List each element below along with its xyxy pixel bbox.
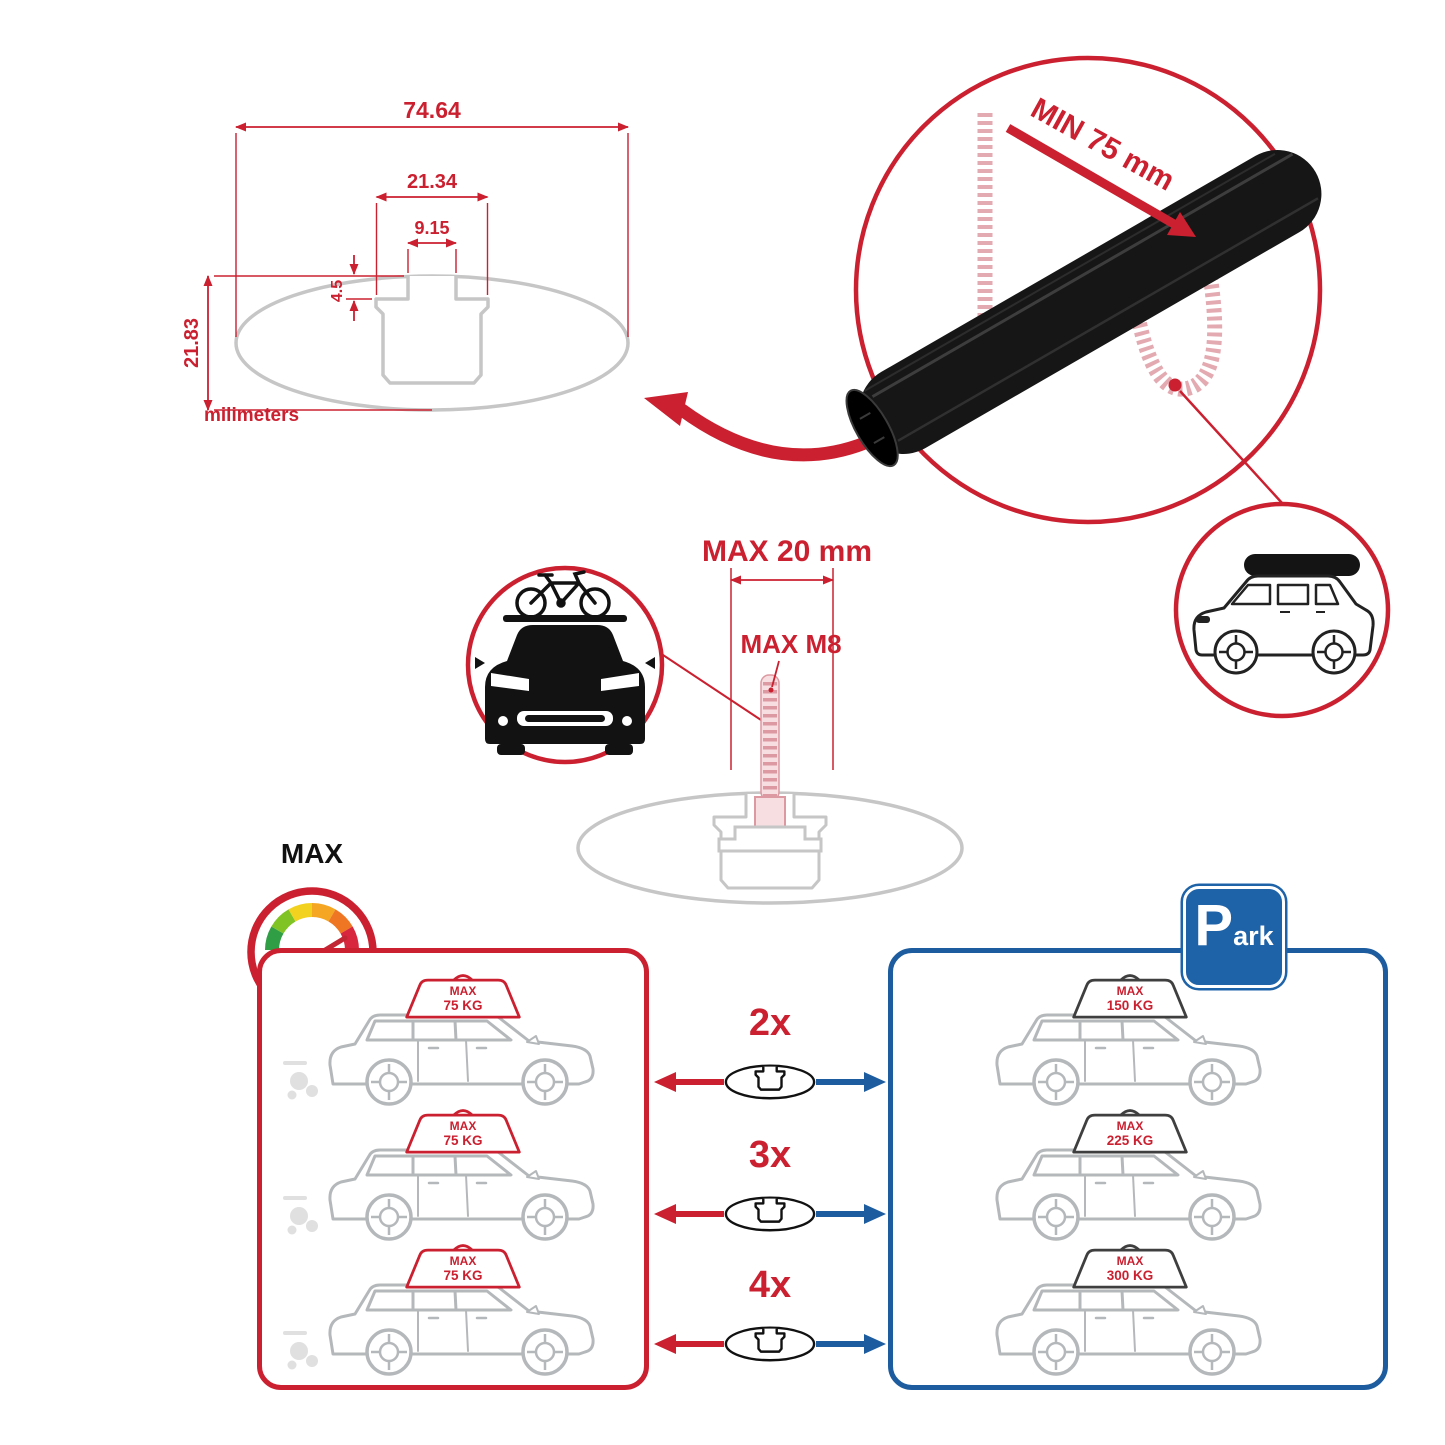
- crossbar-count-graphic: [654, 1196, 886, 1232]
- roof-box: [1244, 554, 1360, 576]
- leader-line: [662, 654, 762, 721]
- load-weight-label: 300 KG: [1107, 1268, 1154, 1283]
- max-length-dimension: [730, 568, 834, 770]
- bolt-diagram: MAX 20 mm MAX M8: [576, 535, 964, 905]
- load-weight-label: 75 KG: [443, 998, 482, 1013]
- car-front-icon: [475, 615, 655, 755]
- parking-sign-letter: P: [1194, 893, 1234, 958]
- left-arrow-icon: [654, 1072, 724, 1092]
- crossbar-profile-icon: [724, 1196, 816, 1232]
- zoom-arrow: [644, 392, 872, 462]
- clamp-pointer-dot: [1168, 378, 1182, 392]
- load-limit-label: MAX: [450, 1119, 477, 1133]
- left-arrow-icon: [654, 1204, 724, 1224]
- parked-car-3: MAX 300 KG: [995, 1244, 1262, 1376]
- load-limit-label: MAX: [1117, 1254, 1144, 1268]
- parked-car-2: MAX 225 KG: [995, 1109, 1262, 1241]
- max-length-label: MAX 20 mm: [702, 535, 872, 568]
- parking-sign-rest: ark: [1233, 921, 1274, 951]
- right-arrow-icon: [816, 1204, 886, 1224]
- multiplier-row: 2x: [650, 1000, 890, 1117]
- moving-car-1: MAX 75 KG: [283, 974, 595, 1106]
- exhaust-smoke: [283, 1061, 318, 1100]
- dim-total-height: 21.83: [181, 318, 203, 368]
- dim-slot-width: 9.15: [414, 218, 449, 238]
- car-illustration: [328, 1283, 595, 1376]
- connector-line: [1179, 390, 1283, 504]
- multiplier-row: 4x: [650, 1262, 890, 1379]
- load-weight-label: 225 KG: [1107, 1133, 1154, 1148]
- moving-car-2: MAX 75 KG: [283, 1109, 595, 1241]
- dim-lip-depth: 4.5: [329, 280, 346, 302]
- multiplier-label: 4x: [748, 1264, 792, 1306]
- suv-illustration: [1192, 554, 1375, 675]
- exhaust-smoke: [283, 1196, 318, 1235]
- profile-dimension-diagram: 74.64 21.34 9.15 4.5 21.83 milimeters: [181, 97, 630, 426]
- multiplier-label: 3x: [748, 1134, 792, 1176]
- crossbar-profile-icon: [724, 1064, 816, 1100]
- load-limit-label: MAX: [450, 984, 477, 998]
- u-bolt-clamp: [977, 113, 1223, 397]
- load-limit-label: MAX: [450, 1254, 477, 1268]
- crossbar-count-graphic: [654, 1064, 886, 1100]
- bike-car-circle: [465, 565, 665, 765]
- crossbar-tube: [845, 150, 1322, 468]
- dim-unit-label: milimeters: [204, 405, 299, 426]
- load-limit-label: MAX: [1117, 984, 1144, 998]
- speed-max-label: MAX: [280, 838, 344, 869]
- t-slot-nut: [717, 825, 823, 853]
- dim-channel-width: 21.34: [407, 171, 458, 193]
- car-illustration: [328, 1148, 595, 1241]
- load-weight-label: 150 KG: [1107, 998, 1154, 1013]
- dimension-lines: [203, 122, 629, 411]
- dim-total-width: 74.64: [403, 97, 461, 123]
- max-thread-label: MAX M8: [740, 629, 841, 659]
- car-illustration: [995, 1148, 1262, 1241]
- exhaust-smoke: [283, 1331, 318, 1370]
- car-illustration: [328, 1013, 595, 1106]
- min-clearance-arrow: [1005, 124, 1196, 237]
- roofbox-suv-circle: [1173, 501, 1391, 719]
- load-limit-label: MAX: [1117, 1119, 1144, 1133]
- multiplier-row: 3x: [650, 1132, 890, 1249]
- car-illustration: [995, 1013, 1262, 1106]
- load-weight-label: 75 KG: [443, 1133, 482, 1148]
- crossbar-profile-icon: [724, 1326, 816, 1362]
- load-weight-label: 75 KG: [443, 1268, 482, 1283]
- moving-car-3: MAX 75 KG: [283, 1244, 595, 1376]
- car-illustration: [995, 1283, 1262, 1376]
- right-arrow-icon: [816, 1072, 886, 1092]
- crossbar-count-graphic: [654, 1326, 886, 1362]
- profile-cross-section: [234, 274, 630, 412]
- threaded-stud: [754, 674, 786, 828]
- multiplier-label: 2x: [748, 1002, 792, 1044]
- parked-car-1: MAX 150 KG: [995, 974, 1262, 1106]
- crossbar-detail-circle: MIN 75 mm: [845, 55, 1323, 525]
- right-arrow-icon: [816, 1334, 886, 1354]
- left-arrow-icon: [654, 1334, 724, 1354]
